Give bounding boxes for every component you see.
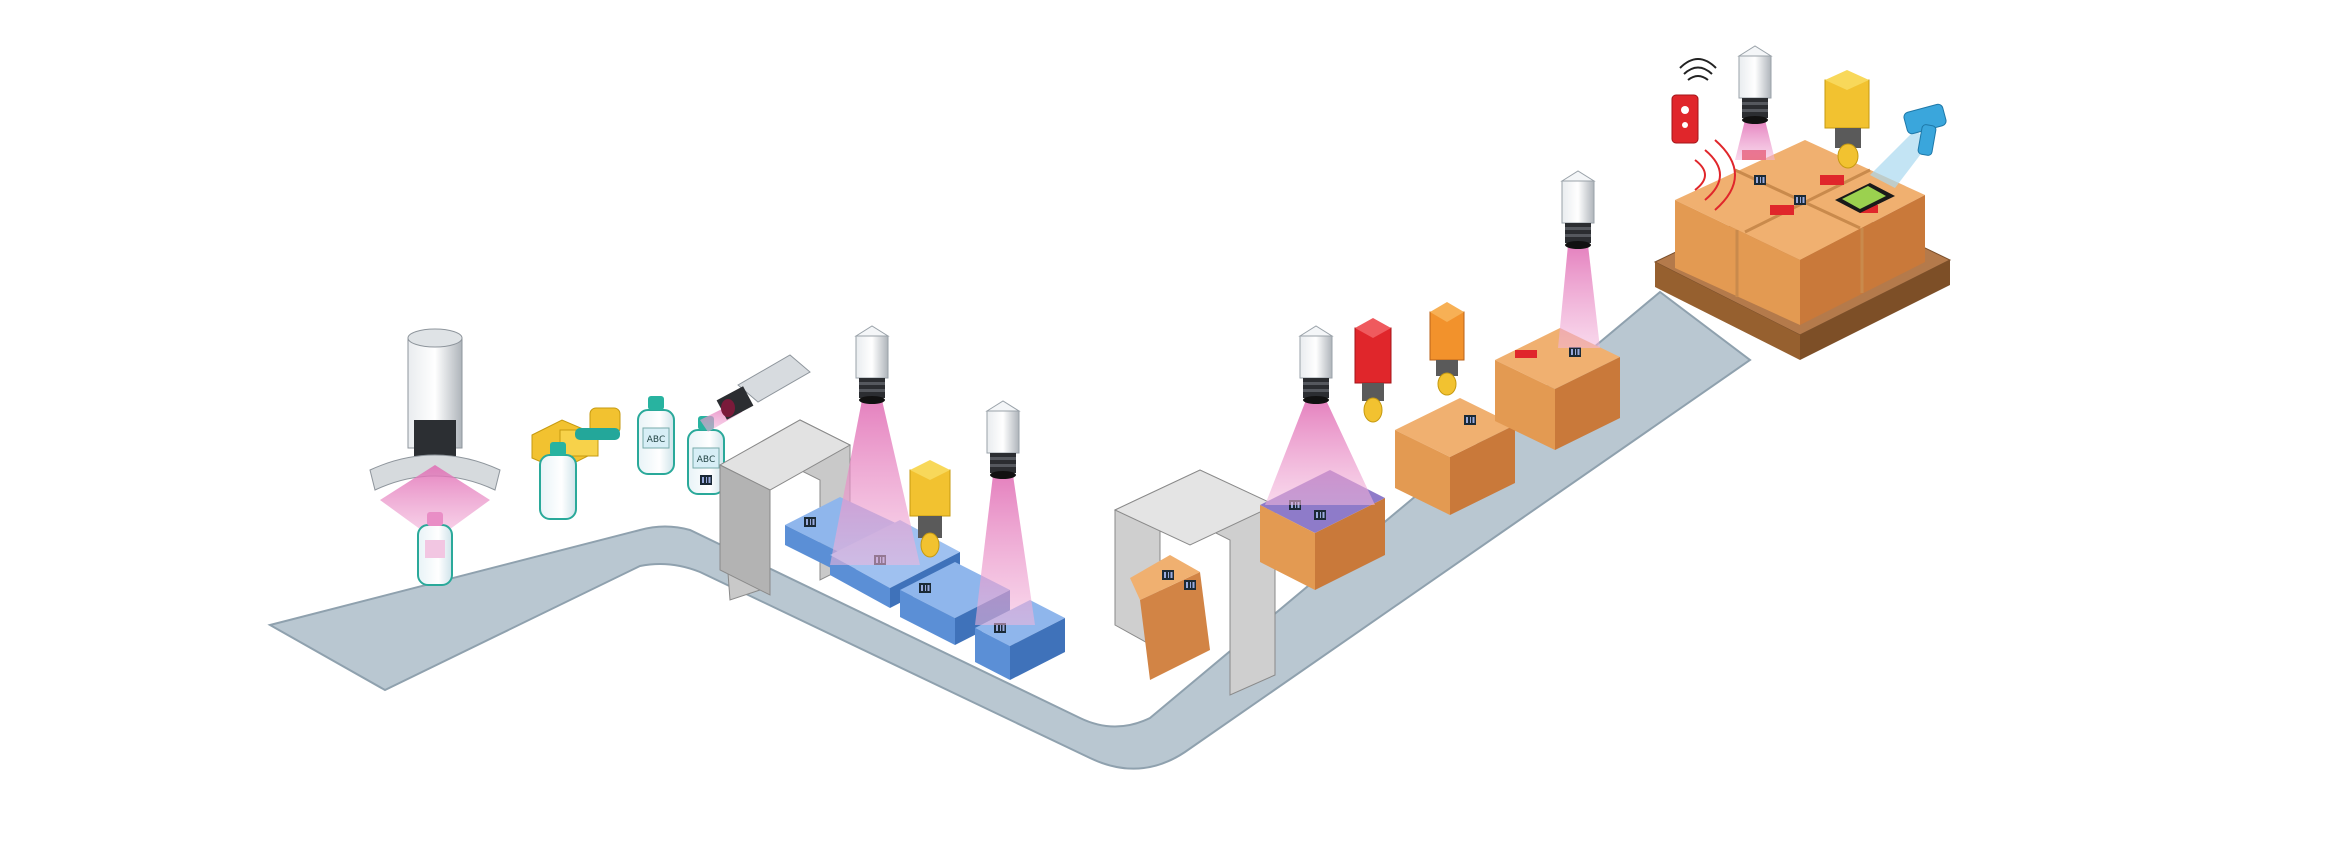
camera-icon [1735, 45, 1775, 160]
bottle-labeling-station: ABC ABC [531, 354, 811, 520]
bottle [417, 512, 453, 586]
conveyor-belt [267, 290, 1752, 770]
station-ring-camera [369, 328, 501, 586]
handheld-scanner-icon [1870, 103, 1947, 188]
rfid-reader-icon [1671, 94, 1736, 211]
camera-icon [700, 354, 811, 432]
scanning-tunnel [1113, 469, 1277, 696]
bottle-label-text: ABC [647, 435, 665, 445]
shipping-box [1395, 398, 1515, 515]
rfid-reader-icon [1354, 318, 1392, 423]
qr-code [1835, 183, 1895, 213]
bottle: ABC [637, 396, 675, 475]
camera-icon [975, 400, 1035, 625]
barcode-reader-icon [1824, 70, 1870, 169]
camera-icon [830, 325, 920, 565]
barcode-reader-icon [909, 460, 951, 558]
camera-icon [1265, 325, 1375, 505]
barcode-reader-icon [1429, 302, 1465, 396]
open-box [1130, 555, 1210, 680]
pallet-stack [1653, 140, 1952, 360]
bottle [539, 442, 577, 520]
scanning-tunnel [718, 419, 852, 601]
wireless-signal-icon [1679, 58, 1717, 81]
camera-icon [1558, 170, 1600, 348]
bottle-label-text: ABC [697, 455, 715, 465]
